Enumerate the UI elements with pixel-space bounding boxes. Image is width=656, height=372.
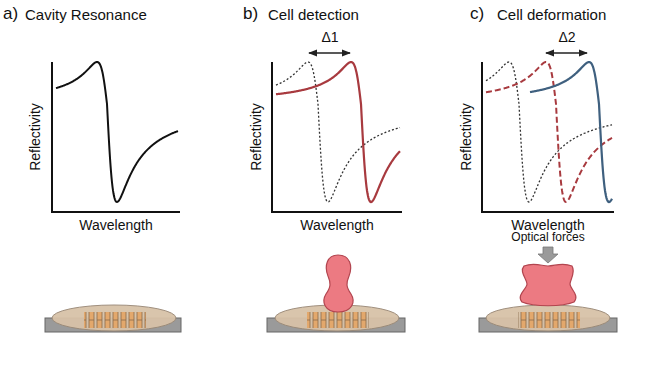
cell — [324, 255, 353, 312]
shifted-spectrum — [276, 62, 400, 202]
panel-letter: b) — [243, 5, 258, 24]
reference-spectrum — [276, 62, 400, 202]
deformed-cell — [520, 264, 576, 306]
panel-letter: c) — [470, 5, 484, 24]
force-arrow — [538, 247, 558, 263]
cavity-spectrum — [56, 62, 178, 202]
panel-letter: a) — [3, 5, 18, 24]
shift-label: Δ2 — [558, 30, 575, 45]
force-label: Optical forces — [511, 231, 584, 244]
panel-title: Cavity Resonance — [25, 7, 147, 24]
axis-label: Wavelength — [79, 218, 152, 233]
cavity-chip — [45, 305, 181, 332]
panel-title: Cell deformation — [497, 7, 606, 24]
deformed-spectrum — [530, 62, 612, 202]
axis-label: Reflectivity — [459, 103, 474, 171]
shifted-spectrum — [486, 62, 612, 202]
axis-label: Reflectivity — [28, 103, 43, 171]
axes — [52, 62, 614, 212]
reference-spectrum — [486, 62, 612, 202]
cavity-chip — [479, 305, 617, 332]
axis-label: Reflectivity — [249, 103, 264, 171]
spectra — [56, 62, 612, 202]
axis-label: Wavelength — [300, 218, 373, 233]
shift-label: Δ1 — [321, 30, 338, 45]
panel-title: Cell detection — [268, 7, 359, 24]
shift-arrows — [309, 52, 587, 53]
